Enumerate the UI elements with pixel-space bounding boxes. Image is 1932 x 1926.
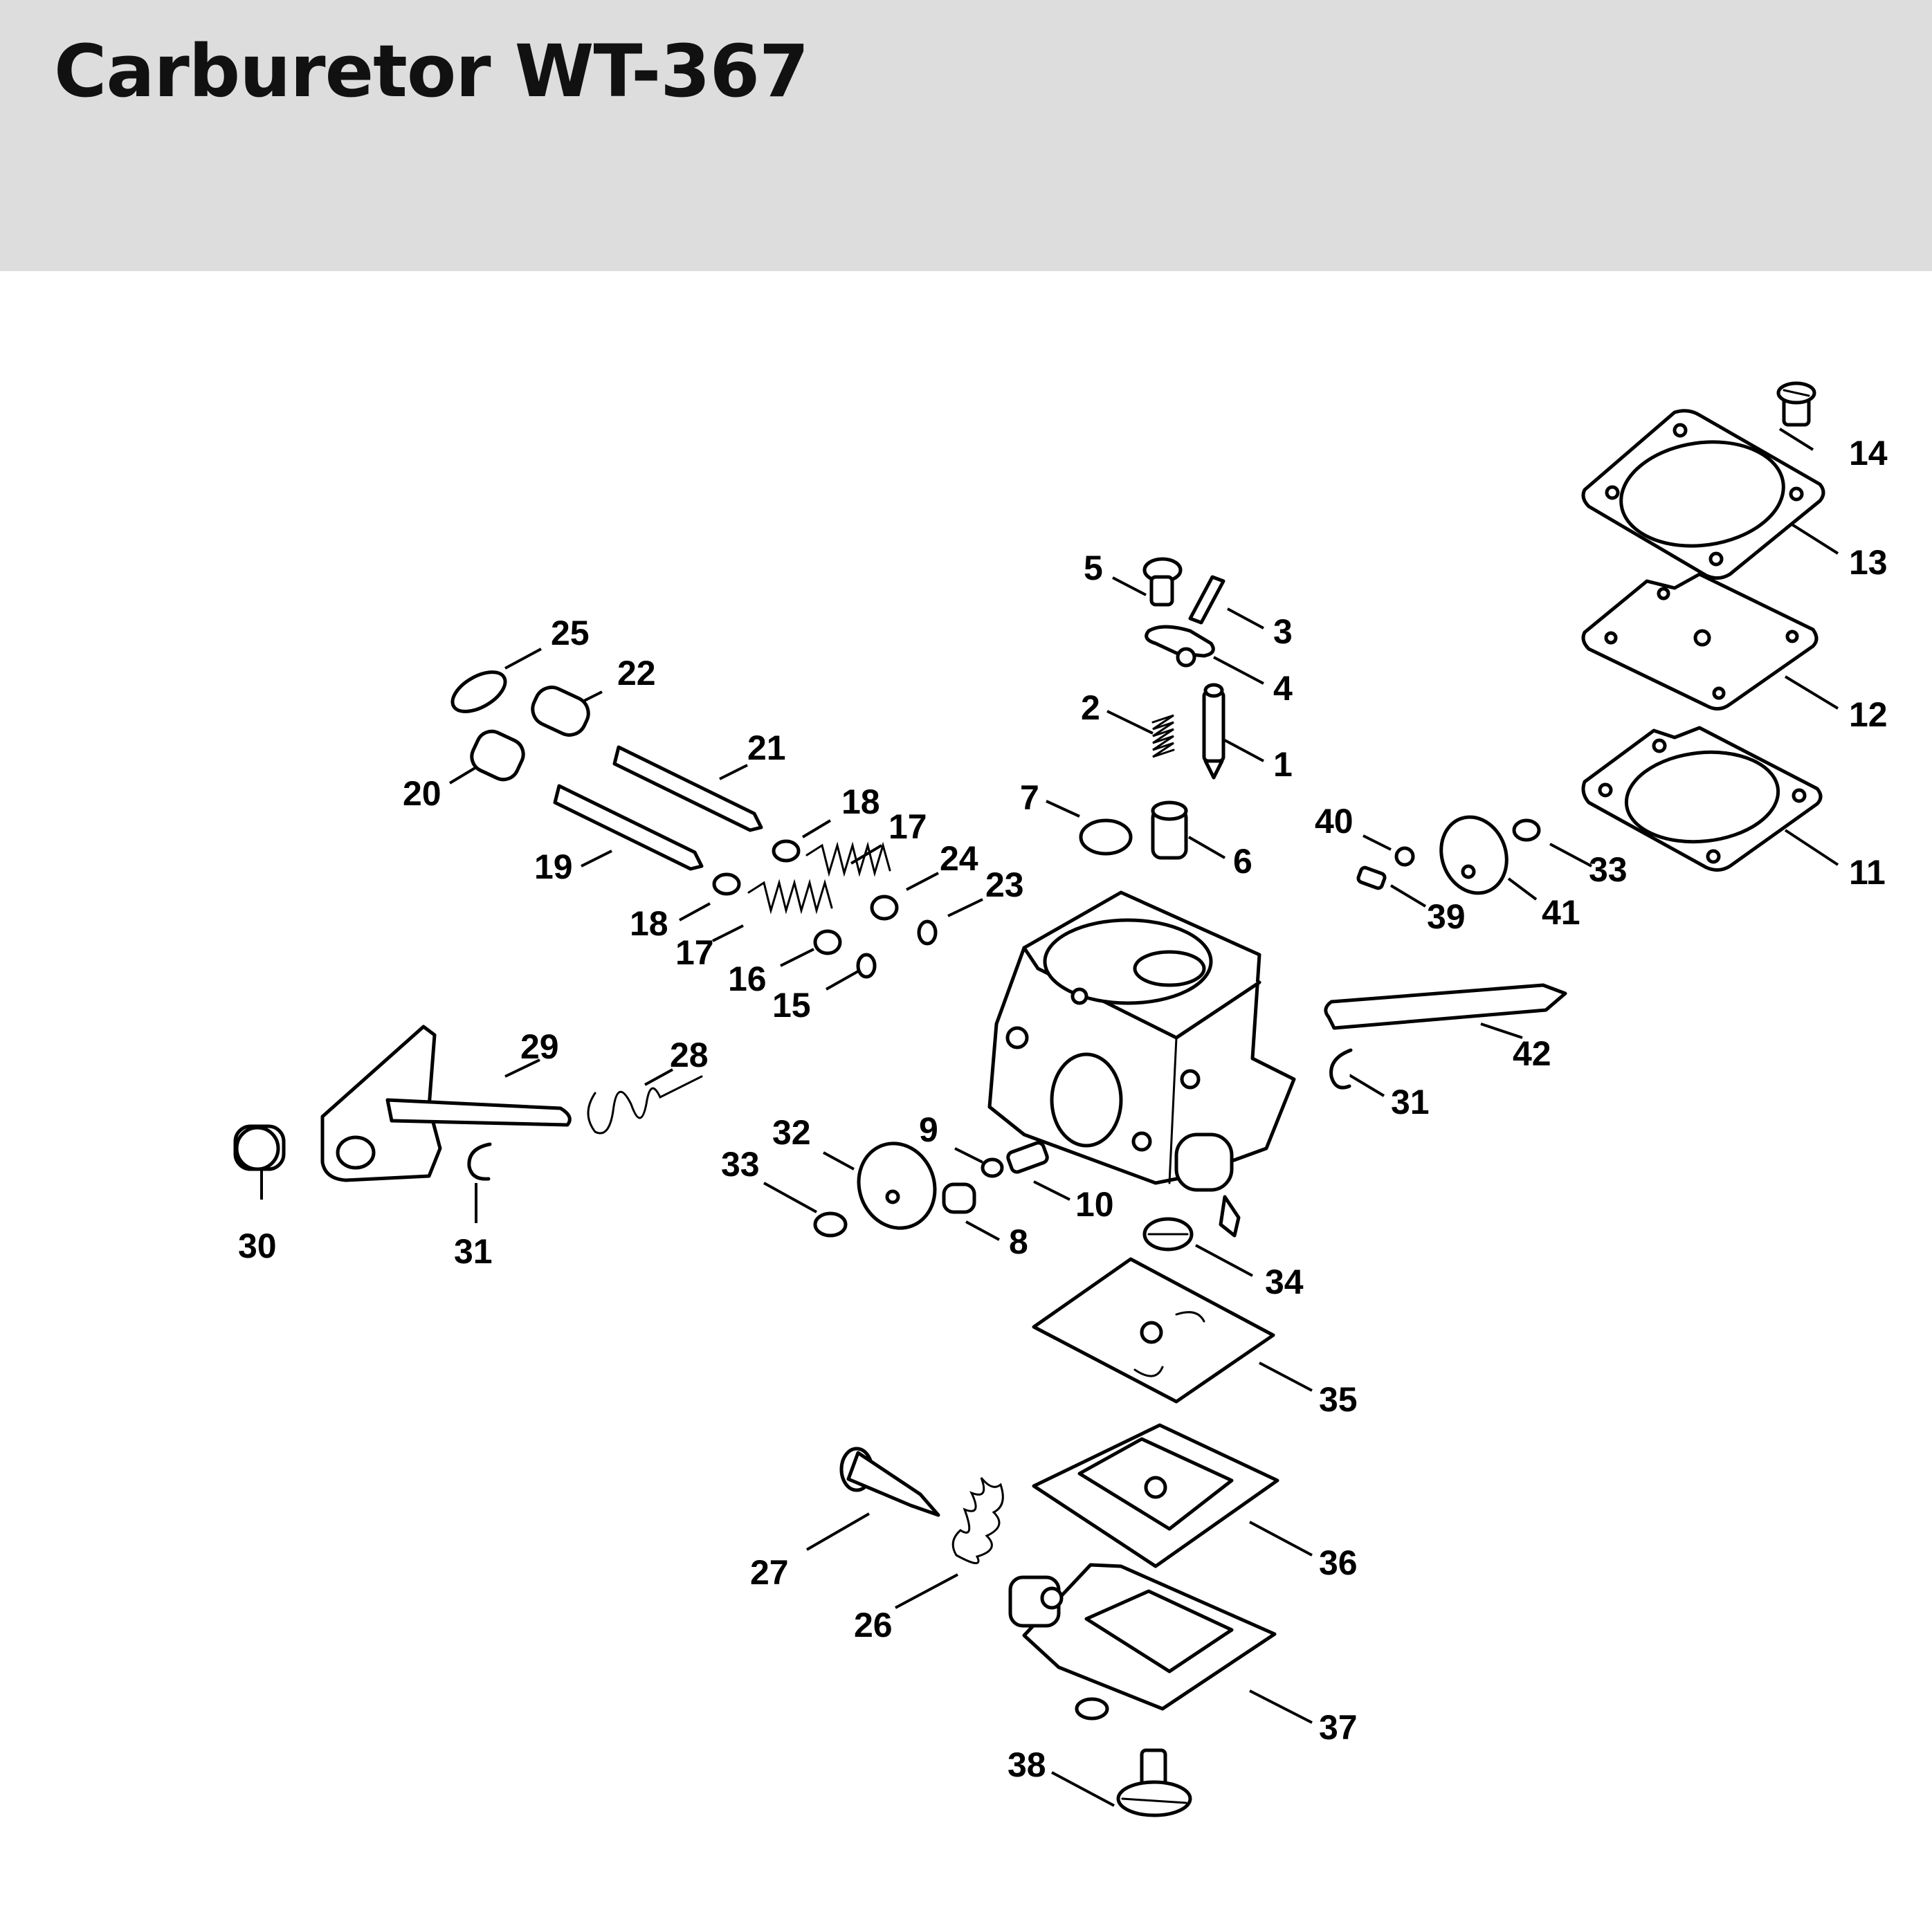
callout-24: 24 xyxy=(940,839,978,878)
part-35-gasket xyxy=(1032,1257,1275,1404)
part-23-o-ring xyxy=(917,919,938,946)
callout-38: 38 xyxy=(1008,1745,1046,1784)
part-41-choke-shutter xyxy=(1439,815,1509,895)
callout-6: 6 xyxy=(1233,842,1252,881)
part-carburetor-body xyxy=(987,890,1296,1238)
part-7-welch-plug xyxy=(1079,818,1133,856)
part-42-choke-shaft xyxy=(1324,983,1567,1030)
part-21-adjusting-screw xyxy=(612,745,763,832)
callout-18a: 18 xyxy=(841,782,880,821)
callout-32: 32 xyxy=(772,1113,811,1152)
callout-5: 5 xyxy=(1084,549,1103,587)
callout-36: 36 xyxy=(1319,1543,1358,1582)
part-20-limiter-cap xyxy=(470,729,525,782)
part-31-e-clip-left xyxy=(467,1142,492,1181)
part-33-screw-left xyxy=(813,1211,848,1238)
callout-4: 4 xyxy=(1273,669,1293,708)
callout-35: 35 xyxy=(1319,1380,1358,1419)
callout-42: 42 xyxy=(1513,1034,1551,1073)
part-37-pump-cover xyxy=(1008,1563,1277,1721)
callout-30: 30 xyxy=(238,1227,277,1265)
callout-20: 20 xyxy=(403,774,441,813)
callout-14: 14 xyxy=(1849,434,1888,473)
callout-41: 41 xyxy=(1542,893,1580,932)
part-28-torsion-spring xyxy=(587,1075,703,1135)
part-24-washer xyxy=(870,895,899,921)
part-31-e-clip xyxy=(1329,1048,1353,1090)
callout-33a: 33 xyxy=(721,1145,760,1184)
part-15-o-ring xyxy=(856,953,877,979)
part-2-spring xyxy=(1151,714,1175,758)
callout-29: 29 xyxy=(520,1027,559,1066)
callout-7: 7 xyxy=(1020,778,1039,817)
callout-21: 21 xyxy=(747,728,786,767)
part-6-valve-jet xyxy=(1151,800,1188,860)
part-14-screw xyxy=(1776,381,1816,427)
page-title: Carburetor WT-367 xyxy=(54,29,809,113)
callout-labels: 1 2 3 4 5 6 7 8 9 10 11 12 13 14 15 16 1… xyxy=(238,434,1888,1784)
callout-17a: 17 xyxy=(888,807,927,846)
callout-18b: 18 xyxy=(630,904,668,943)
callout-11: 11 xyxy=(1849,853,1886,892)
part-5-screw xyxy=(1142,557,1183,607)
callout-23: 23 xyxy=(985,865,1024,904)
header-banner: Carburetor WT-367 xyxy=(0,0,1932,271)
callout-39: 39 xyxy=(1427,897,1466,936)
callout-34: 34 xyxy=(1265,1263,1304,1301)
callout-22: 22 xyxy=(617,654,656,693)
part-16-washer xyxy=(813,929,842,955)
part-13-diaphragm-cover xyxy=(1581,409,1825,580)
part-1-inlet-needle xyxy=(1202,683,1225,780)
part-22-sleeve xyxy=(531,686,590,737)
callout-17b: 17 xyxy=(675,933,714,972)
part-34-strainer xyxy=(1142,1217,1194,1251)
callout-25: 25 xyxy=(551,614,590,652)
callout-40: 40 xyxy=(1315,802,1354,841)
callout-31b: 31 xyxy=(1391,1083,1430,1121)
callout-12: 12 xyxy=(1849,695,1888,734)
callout-19: 19 xyxy=(534,847,573,886)
part-40-ball xyxy=(1394,846,1415,867)
part-29-throttle-shaft xyxy=(320,1025,572,1182)
callout-33b: 33 xyxy=(1589,850,1628,889)
callout-15: 15 xyxy=(772,986,811,1025)
part-32-throttle-shutter xyxy=(857,1141,937,1230)
callout-9: 9 xyxy=(919,1110,938,1149)
callout-10: 10 xyxy=(1075,1185,1114,1224)
part-39-set-screw xyxy=(1356,865,1387,890)
leader-lines xyxy=(260,428,1839,1807)
callout-8: 8 xyxy=(1009,1222,1028,1261)
callout-16: 16 xyxy=(728,960,767,998)
callout-27: 27 xyxy=(750,1553,789,1592)
part-3-pin xyxy=(1188,575,1225,625)
callout-28: 28 xyxy=(670,1036,709,1074)
part-38-screw xyxy=(1116,1748,1192,1817)
part-33-screw xyxy=(1512,818,1541,842)
part-18-washer xyxy=(712,839,801,896)
part-26-spring xyxy=(951,1477,1004,1564)
callout-13: 13 xyxy=(1849,543,1888,582)
part-9-washer xyxy=(981,1157,1004,1178)
part-27-adjusting-screw xyxy=(839,1447,940,1517)
part-11-gasket xyxy=(1581,726,1823,872)
part-25-o-ring xyxy=(450,670,507,713)
callout-31a: 31 xyxy=(454,1232,493,1271)
part-17-spring xyxy=(747,841,891,915)
part-19-adjusting-screw xyxy=(553,784,704,871)
part-30-cap xyxy=(233,1124,286,1171)
part-10-spring xyxy=(1006,1141,1049,1174)
callout-1: 1 xyxy=(1273,745,1293,784)
part-4-inlet-control-lever xyxy=(1145,625,1215,668)
callout-37: 37 xyxy=(1319,1708,1358,1747)
callout-26: 26 xyxy=(854,1606,893,1644)
part-8-plug xyxy=(942,1182,976,1214)
callout-2: 2 xyxy=(1081,688,1100,727)
callout-3: 3 xyxy=(1273,612,1293,651)
part-36-diaphragm xyxy=(1032,1423,1279,1568)
part-12-metering-diaphragm xyxy=(1581,572,1819,710)
